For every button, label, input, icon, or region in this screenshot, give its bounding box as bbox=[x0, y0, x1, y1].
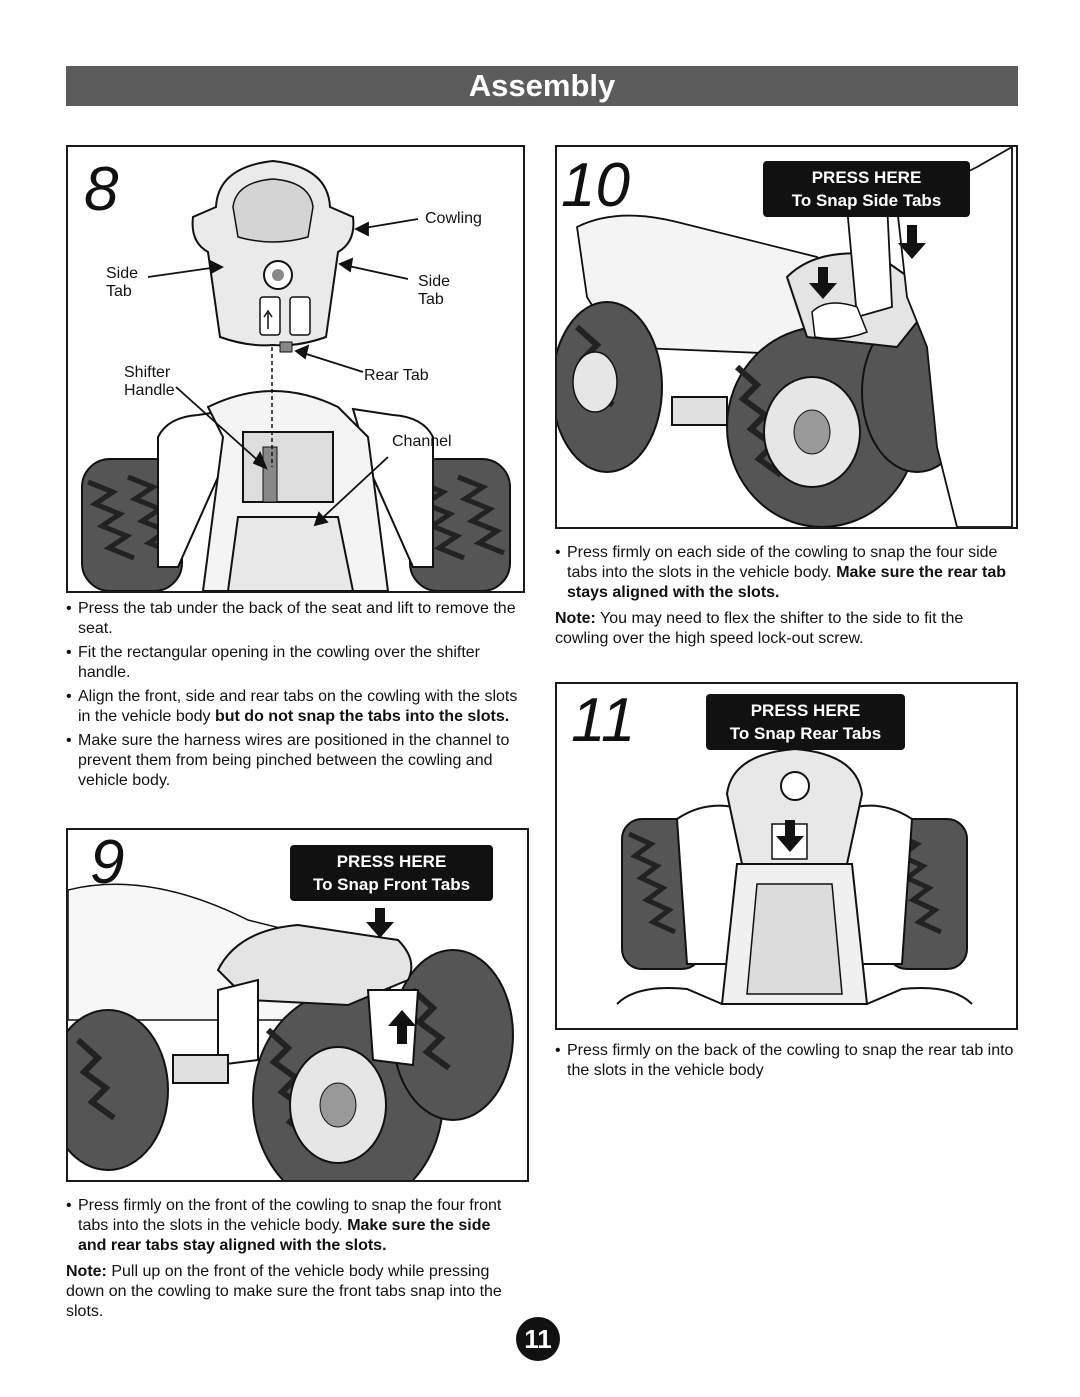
instruction-warning: Make sure the side and rear tabs stay al… bbox=[78, 1217, 491, 1254]
step-11-instructions: Press firmly on the back of the cowling … bbox=[555, 1041, 1015, 1085]
step-8-illustration: 8 Cowling Side Tab Side Tab Shifter Hand… bbox=[66, 145, 525, 593]
list-item: Press the tab under the back of the seat… bbox=[66, 599, 528, 639]
press-here-callout: PRESS HERE To Snap Front Tabs bbox=[290, 845, 493, 901]
step-9-illustration: 9 PRESS HERE To Snap Front Tabs bbox=[66, 828, 529, 1182]
rear-tabs-diagram bbox=[616, 747, 973, 1005]
step-number: 8 bbox=[84, 155, 119, 224]
side-tab-left-line1: Side bbox=[106, 265, 139, 282]
press-here-callout: PRESS HERE To Snap Rear Tabs bbox=[706, 694, 905, 750]
press-here-label: PRESS HERE bbox=[811, 168, 922, 187]
instruction-text: Align the front, side and rear tabs on t… bbox=[78, 688, 518, 725]
page-title: Assembly bbox=[66, 66, 1018, 106]
shifter-handle-line1: Shifter bbox=[124, 364, 171, 381]
list-item: Make sure the harness wires are position… bbox=[66, 731, 528, 791]
side-tab-right-line1: Side bbox=[418, 273, 451, 290]
press-here-callout: PRESS HERE To Snap Side Tabs bbox=[763, 161, 970, 217]
step-10-illustration: 10 PRESS HERE To Snap Side Tabs bbox=[555, 145, 1018, 529]
page-number-badge: 11 bbox=[516, 1317, 560, 1361]
note-text: Pull up on the front of the vehicle body… bbox=[66, 1263, 502, 1320]
step-9-instructions: Press firmly on the front of the cowling… bbox=[66, 1196, 516, 1322]
shifter-handle-label: Shifter Handle bbox=[124, 364, 175, 400]
side-tab-right-line2: Tab bbox=[418, 291, 444, 308]
instruction-text: Press firmly on each side of the cowling… bbox=[567, 544, 998, 581]
list-item: Press firmly on each side of the cowling… bbox=[555, 543, 1018, 603]
press-here-subtitle: To Snap Side Tabs bbox=[791, 191, 942, 210]
list-item: Align the front, side and rear tabs on t… bbox=[66, 687, 528, 727]
note-text: You may need to flex the shifter to the … bbox=[555, 610, 964, 647]
step-number: 11 bbox=[571, 686, 636, 755]
side-tab-right-label: Side Tab bbox=[418, 273, 450, 309]
cowling-label: Cowling bbox=[425, 210, 482, 227]
side-tab-left-line2: Tab bbox=[106, 283, 132, 300]
press-here-subtitle: To Snap Front Tabs bbox=[312, 875, 471, 894]
note-label: Note: bbox=[66, 1263, 107, 1280]
side-tab-left-label: Side Tab bbox=[106, 265, 138, 301]
front-tabs-diagram bbox=[68, 883, 514, 1180]
list-item: Press firmly on the back of the cowling … bbox=[555, 1041, 1015, 1081]
step-10-note: Note: You may need to flex the shifter t… bbox=[555, 609, 1018, 649]
cowling-diagram bbox=[81, 159, 511, 591]
press-here-label: PRESS HERE bbox=[336, 852, 447, 871]
instruction-text: Press firmly on the front of the cowling… bbox=[78, 1197, 502, 1234]
shifter-handle-line2: Handle bbox=[124, 382, 175, 399]
press-here-label: PRESS HERE bbox=[750, 701, 861, 720]
side-tabs-diagram bbox=[557, 147, 1013, 527]
step-11-illustration: 11 PRESS HERE To Snap Rear Tabs bbox=[555, 682, 1018, 1030]
step-8-instructions: Press the tab under the back of the seat… bbox=[66, 599, 528, 795]
step-10-instructions: Press firmly on each side of the cowling… bbox=[555, 543, 1018, 649]
step-number: 9 bbox=[90, 828, 125, 897]
list-item: Fit the rectangular opening in the cowli… bbox=[66, 643, 528, 683]
list-item: Press firmly on the front of the cowling… bbox=[66, 1196, 516, 1256]
instruction-warning: but do not snap the tabs into the slots. bbox=[214, 708, 510, 725]
step-9-note: Note: Pull up on the front of the vehicl… bbox=[66, 1262, 516, 1322]
note-label: Note: bbox=[555, 610, 596, 627]
channel-label: Channel bbox=[392, 433, 452, 450]
rear-tab-label: Rear Tab bbox=[364, 367, 429, 384]
step-number: 10 bbox=[561, 151, 630, 220]
press-here-subtitle: To Snap Rear Tabs bbox=[729, 724, 882, 743]
instruction-warning: Make sure the rear tab stays aligned wit… bbox=[567, 564, 1007, 601]
